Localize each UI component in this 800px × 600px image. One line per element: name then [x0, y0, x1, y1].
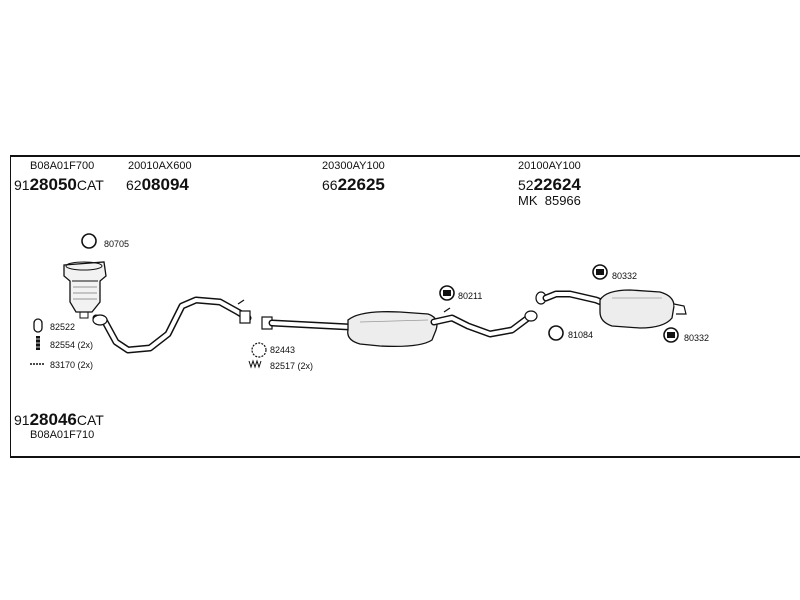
- frame-left-line: [10, 155, 11, 457]
- part-number-1: 9128050CAT: [14, 175, 104, 195]
- label-80332-top: 80332: [612, 271, 638, 281]
- catalytic-converter-icon: [63, 261, 107, 319]
- part-number-1-prefix: 91: [14, 177, 30, 193]
- label-80211: 80211: [458, 291, 483, 301]
- part-number-4: 5222624: [518, 175, 581, 195]
- label-82554: 82554 (2x): [50, 340, 94, 350]
- part-number-1-suffix: CAT: [76, 177, 104, 193]
- part-code-3: 20300AY100: [322, 160, 385, 172]
- part-number-5-prefix: 91: [14, 412, 30, 428]
- part-number-4-main: 22624: [533, 175, 581, 194]
- rear-pipe-icon: [535, 290, 610, 308]
- spring-icon-82517: [248, 359, 262, 369]
- front-pipe-icon: [92, 296, 252, 354]
- part-number-2-main: 08094: [141, 175, 189, 194]
- mk-number: 85966: [544, 193, 581, 208]
- part-number-5: 9128046CAT: [14, 410, 104, 430]
- part-code-5: B08A01F710: [30, 429, 95, 441]
- part-number-2-prefix: 62: [126, 177, 142, 193]
- mk-prefix: MK: [518, 193, 538, 208]
- label-82443: 82443: [270, 345, 296, 355]
- label-82522: 82522: [50, 322, 76, 332]
- part-number-1-main: 28050: [29, 175, 77, 194]
- center-pipe-icon: [261, 316, 354, 331]
- part-number-3-main: 22625: [337, 175, 385, 194]
- middle-silencer-icon: [347, 311, 438, 348]
- label-81084: 81084: [568, 330, 594, 340]
- part-code-2: 20010AX600: [128, 160, 192, 172]
- frame-top-line: [10, 155, 800, 157]
- rubber-mount-icon-80211: [439, 285, 455, 301]
- part-code-1: B08A01F700: [30, 160, 95, 172]
- part-number-5-main: 28046: [29, 410, 77, 429]
- label-82517: 82517 (2x): [270, 361, 314, 371]
- clamp-icon-82522: [33, 318, 43, 333]
- rubber-mount-icon-80332-top: [592, 264, 608, 280]
- bolt-icon-82554: [34, 336, 42, 350]
- frame-bottom-line: [10, 456, 800, 458]
- intermediate-pipe-icon: [430, 307, 538, 338]
- part-number-5-suffix: CAT: [76, 412, 104, 428]
- part-number-3: 6622625: [322, 175, 385, 195]
- rear-silencer-icon: [599, 289, 687, 329]
- part-number-3-prefix: 66: [322, 177, 338, 193]
- mk-label: MK 85966: [518, 193, 581, 208]
- label-80332-bottom: 80332: [684, 333, 710, 343]
- part-number-2: 6208094: [126, 175, 189, 195]
- label-83170: 83170 (2x): [50, 360, 94, 370]
- gasket-ring-icon-80705: [81, 233, 97, 249]
- part-code-4: 20100AY100: [518, 160, 581, 172]
- gasket-ring-icon-82443: [251, 342, 267, 358]
- rubber-mount-icon-80332-bottom: [663, 327, 679, 343]
- part-number-4-prefix: 52: [518, 177, 534, 193]
- label-80705: 80705: [104, 239, 130, 249]
- gasket-ring-icon-81084: [548, 325, 564, 341]
